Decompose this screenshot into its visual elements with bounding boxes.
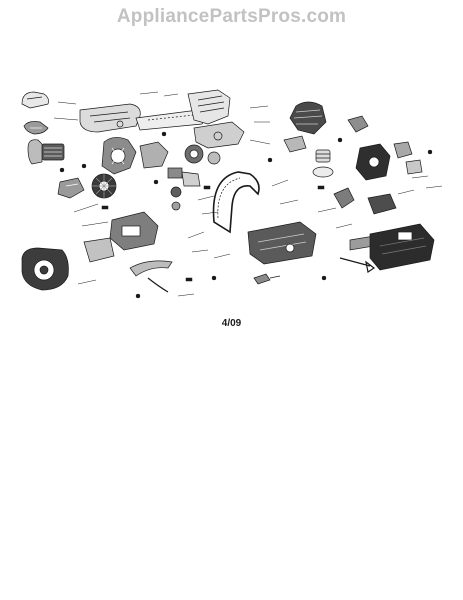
starter-assembly	[21, 237, 115, 291]
clutch-assembly	[184, 144, 221, 165]
oil-pump	[167, 167, 201, 187]
revision-date: 4/09	[221, 318, 242, 329]
air-filter-cover	[27, 139, 43, 165]
saw-chain	[212, 171, 260, 234]
piston	[312, 149, 334, 178]
bar-wrench	[339, 257, 376, 273]
carburetor	[355, 141, 423, 181]
crankcase	[101, 137, 169, 175]
top-cover	[79, 103, 141, 133]
spark-plug	[253, 273, 281, 285]
air-filter	[41, 143, 65, 161]
front-handle	[129, 260, 173, 293]
cylinder-assembly	[283, 101, 327, 153]
chain-brake-handle	[21, 91, 49, 135]
ignition-module	[57, 177, 85, 199]
bar-scabbard	[349, 223, 435, 271]
fastener-callouts	[53, 91, 443, 299]
fuel-tank	[247, 221, 317, 265]
exploded-parts-diagram	[21, 89, 443, 299]
muffler	[187, 89, 245, 149]
sprocket-drum	[170, 186, 182, 211]
rear-handle	[109, 211, 159, 251]
flywheel	[91, 173, 117, 199]
watermark-text: AppliancePartsPros.com	[116, 6, 347, 27]
